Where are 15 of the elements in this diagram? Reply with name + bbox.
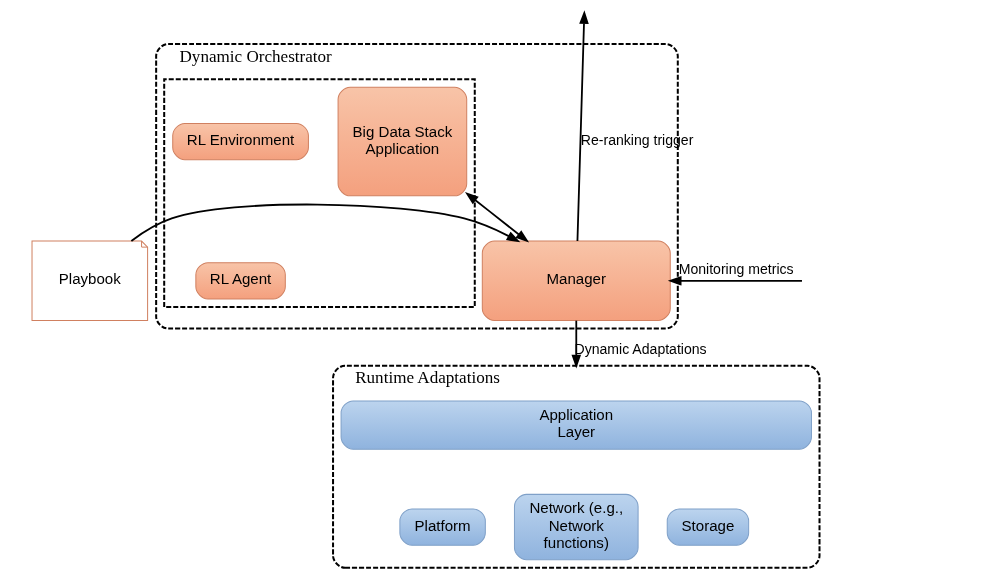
- node-box: RL Agent: [195, 262, 286, 300]
- arrow: [667, 276, 803, 286]
- cluster: [163, 78, 476, 308]
- node-box: Storage: [666, 508, 750, 546]
- node-box: RL Environment: [172, 123, 309, 161]
- node-box: Big Data Stack Application: [337, 86, 468, 197]
- node-box: Application Layer: [340, 400, 812, 450]
- arrow: [576, 10, 589, 242]
- edge-label: Monitoring metrics: [678, 260, 794, 277]
- arrow: [130, 203, 521, 243]
- node-box: Platform: [399, 508, 486, 546]
- node-box: Manager: [481, 240, 671, 321]
- edge-label: Re-ranking trigger: [580, 132, 694, 149]
- arrow: [465, 192, 530, 243]
- node-box: Network (e.g., Network functions): [513, 493, 639, 561]
